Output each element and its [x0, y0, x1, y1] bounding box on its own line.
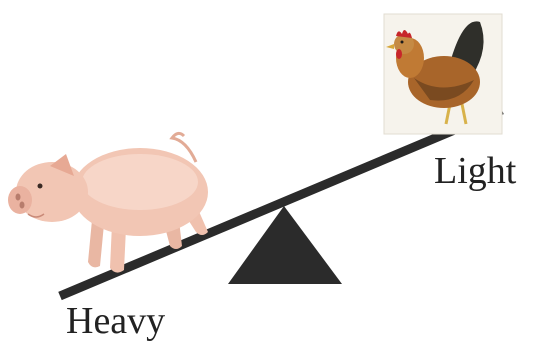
seesaw-beam [58, 105, 504, 301]
fulcrum-triangle [228, 206, 342, 284]
heavy-label: Heavy [66, 300, 166, 342]
pig-icon [8, 131, 208, 273]
light-label: Light [434, 150, 517, 192]
hen-icon [383, 13, 503, 135]
